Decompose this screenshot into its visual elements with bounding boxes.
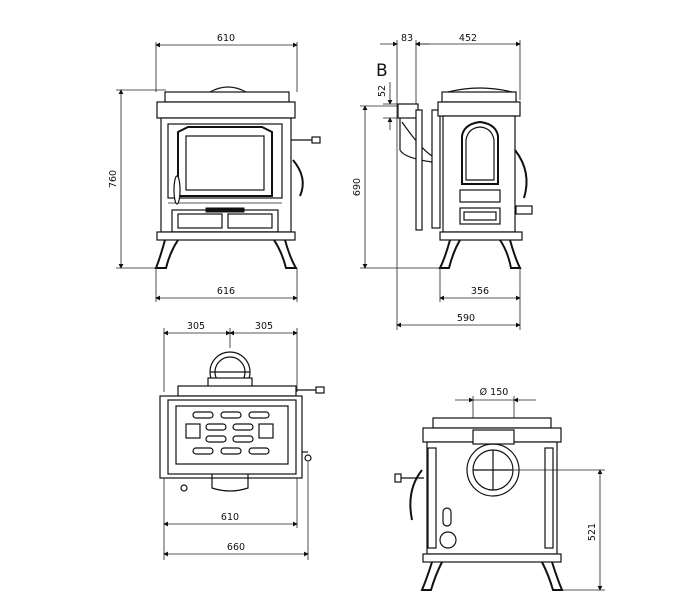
front-width-top-label: 610 — [217, 33, 235, 44]
front-height-label: 760 — [108, 170, 119, 188]
side-stove-outline — [397, 87, 533, 269]
front-height-dimension: 760 — [108, 89, 166, 269]
side-flue-height-dimension: 52 — [377, 82, 400, 130]
rear-flue-height-dimension: 521 — [514, 469, 605, 591]
side-leg-depth-label: 356 — [471, 286, 489, 297]
side-total-depth-dimension: 590 — [396, 313, 521, 328]
top-half-width-dimensions: 305 305 — [163, 321, 298, 392]
side-leg-depth-dimension: 356 — [439, 268, 521, 330]
side-flue-height-label: 52 — [377, 85, 388, 97]
side-height-dimension: 690 — [352, 105, 440, 269]
top-body-width-label: 610 — [221, 512, 239, 523]
top-total-width-dimension: 660 — [163, 462, 309, 560]
front-width-legs-dimension: 616 — [155, 268, 298, 302]
side-total-depth-label: 590 — [457, 313, 475, 324]
front-stove-outline — [154, 86, 321, 269]
front-width-legs-label: 616 — [217, 286, 235, 297]
side-view: 83 452 B 52 690 — [352, 33, 533, 330]
rear-stove-outline — [394, 417, 564, 591]
side-top-dimensions: 83 452 — [380, 33, 521, 330]
top-body-width-dimension: 610 — [163, 478, 298, 560]
front-view: 610 760 — [108, 33, 321, 302]
top-total-width-label: 660 — [227, 542, 245, 553]
rear-view: Ø 150 521 — [394, 387, 605, 591]
front-width-top-dimension: 610 — [155, 33, 298, 92]
rear-flue-diameter-label: Ø 150 — [480, 387, 509, 398]
rear-flue-height-label: 521 — [587, 523, 598, 541]
section-label-b: B — [376, 61, 388, 81]
top-stove-outline — [159, 351, 325, 492]
side-offset-label: 83 — [401, 33, 413, 44]
top-right-half-label: 305 — [255, 321, 273, 332]
top-view: 305 305 — [159, 321, 325, 560]
side-height-label: 690 — [352, 178, 363, 196]
top-left-half-label: 305 — [187, 321, 205, 332]
side-top-depth-label: 452 — [459, 33, 477, 44]
